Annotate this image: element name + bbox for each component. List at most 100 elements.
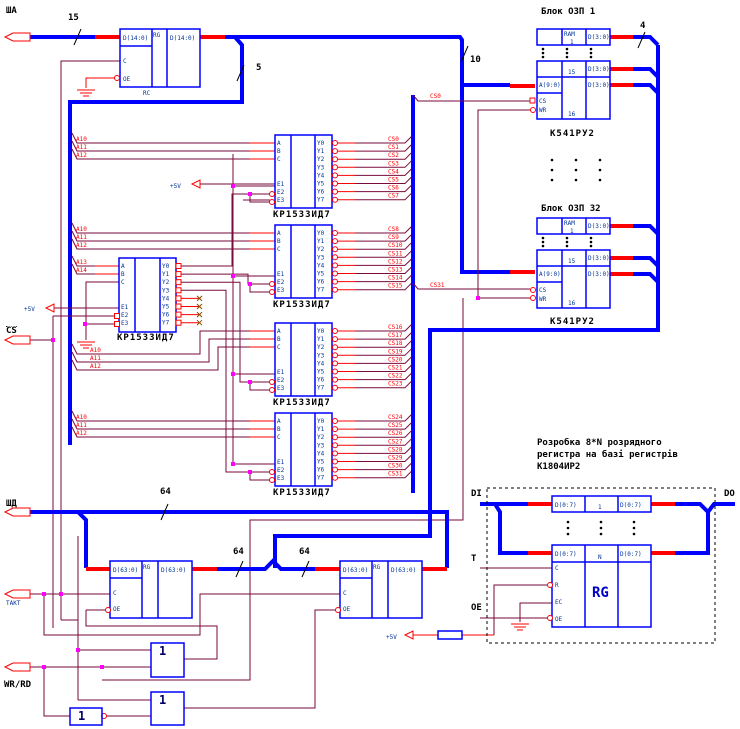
text: Y1 xyxy=(317,148,325,155)
text: D(0:7) xyxy=(555,551,577,558)
wire xyxy=(355,347,413,356)
text: A(9:0) xyxy=(539,271,561,278)
cs-line-label: CS26 xyxy=(388,430,403,437)
labels: ША ШД CS ТАКТ WR/RD 15 5 10 4 64 64 64 Б… xyxy=(4,6,735,723)
address-line-label: A13 xyxy=(76,259,87,266)
cs-line-label: CS8 xyxy=(388,226,399,233)
ellipsis-dot xyxy=(598,158,602,162)
text: E3 xyxy=(121,320,129,327)
bus-width-mark xyxy=(73,28,82,46)
inverted-pin-icon xyxy=(269,289,275,295)
text: D(63:0) xyxy=(113,567,138,574)
inverted-pin-icon xyxy=(332,196,338,203)
inverted-pin-icon xyxy=(332,384,338,391)
do-bus xyxy=(675,502,710,555)
text: Y2 xyxy=(317,156,325,163)
inverted-pin-icon xyxy=(547,582,553,588)
ellipsis-dot xyxy=(599,520,603,524)
plus5v-arrow-icon xyxy=(190,179,201,189)
wire xyxy=(249,382,270,391)
wire xyxy=(181,193,270,267)
inverted-pin-icon xyxy=(332,328,338,334)
text: D(0:7) xyxy=(620,502,642,509)
wr-wire xyxy=(477,109,530,298)
plus5v-arrow-icon xyxy=(44,303,55,313)
cs-line-label: CS2 xyxy=(388,152,399,159)
address-line-label: A10 xyxy=(76,226,87,233)
ellipsis-dot xyxy=(565,47,569,51)
or-gate-1-label: 1 xyxy=(159,644,166,658)
text: WR xyxy=(539,107,547,114)
wire xyxy=(181,273,270,285)
text: Y6 xyxy=(162,312,170,319)
wire xyxy=(85,77,116,88)
inverted-pin-icon xyxy=(530,287,536,293)
text: D(14:0) xyxy=(170,35,195,42)
clock-wire-address xyxy=(60,60,120,620)
wire xyxy=(355,143,413,152)
wire xyxy=(355,356,413,364)
cs-line-label: CS4 xyxy=(388,168,399,175)
ellipsis-dot xyxy=(550,158,554,162)
decoder-cs24-31-chip: КР1533ИД7 xyxy=(273,488,331,498)
wires xyxy=(30,28,735,717)
wire xyxy=(355,421,413,430)
ellipsis-dot xyxy=(565,240,569,244)
text: A(9:0) xyxy=(539,82,561,89)
junction-dot xyxy=(476,296,480,300)
junction-dot xyxy=(231,274,235,278)
ellipsis-dot xyxy=(589,240,593,244)
cs-line-label: CS27 xyxy=(388,438,403,445)
text: Y5 xyxy=(317,181,325,188)
cs-line-label: CS14 xyxy=(388,275,403,282)
wire xyxy=(493,584,549,635)
cs31-label: CS31 xyxy=(430,282,445,289)
not-gate xyxy=(69,707,103,726)
text: 1 xyxy=(570,228,574,235)
address-line-label: A10 xyxy=(90,347,101,354)
wire xyxy=(249,472,270,481)
wire xyxy=(355,323,413,332)
text: E2 xyxy=(277,189,285,196)
cs-line-label: CS10 xyxy=(388,242,403,249)
inverted-pin-icon xyxy=(269,387,275,393)
wire xyxy=(355,339,413,348)
di-bus xyxy=(480,502,505,555)
wire xyxy=(249,194,270,203)
inverted-pin-icon xyxy=(114,313,120,319)
decoder-cs24-31 xyxy=(274,412,333,487)
inverted-pin-icon xyxy=(332,230,338,236)
text: Y5 xyxy=(317,369,325,376)
register-oe-label: OE xyxy=(471,603,482,613)
text: A xyxy=(277,230,281,237)
text: C xyxy=(113,590,117,597)
junction-dot xyxy=(83,322,87,326)
text: OE xyxy=(343,606,351,613)
address-line-label: A11 xyxy=(90,355,101,362)
inverted-pin-icon xyxy=(332,156,338,163)
text: D(63:0) xyxy=(161,567,186,574)
wire xyxy=(355,258,413,266)
inverted-pin-icon xyxy=(332,344,338,351)
text: 15 xyxy=(568,258,576,265)
wire xyxy=(71,140,250,152)
wire xyxy=(85,281,119,340)
register-title-2: регистра на базі регистрів xyxy=(537,449,678,460)
decoder-select xyxy=(118,257,177,333)
wr-rd-label: WR/RD xyxy=(4,680,32,690)
data-bus-connector xyxy=(3,507,31,517)
data-bus-label: ШД xyxy=(6,499,17,509)
bus-width-mark xyxy=(301,560,310,578)
junction-dot xyxy=(248,470,252,474)
address-line-label: A11 xyxy=(76,422,87,429)
unused-output-mark xyxy=(196,303,203,310)
ellipsis-dot xyxy=(541,47,545,51)
plus5v-label: +5V xyxy=(170,183,181,190)
text: E3 xyxy=(277,287,285,294)
wire xyxy=(43,593,340,636)
text: B xyxy=(277,426,281,433)
text: E2 xyxy=(277,377,285,384)
or-gate-1 xyxy=(150,642,185,678)
text: Y5 xyxy=(317,271,325,278)
wire xyxy=(71,263,95,275)
